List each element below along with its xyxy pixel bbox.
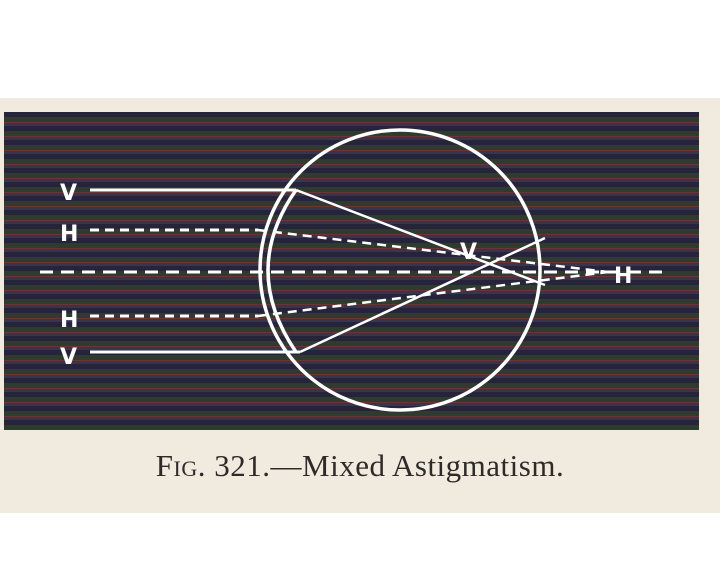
- caption-fig-word: Fig.: [155, 448, 207, 483]
- caption-text: 321.—Mixed Astigmatism.: [206, 448, 565, 483]
- eyeball-outline: [258, 128, 542, 412]
- label-v-bottom: V: [60, 345, 77, 370]
- label-h-focus: H: [614, 264, 632, 289]
- striped-background: [4, 112, 699, 430]
- h-ray-top-refracted: [257, 228, 609, 274]
- figure-caption: Fig. 321.—Mixed Astigmatism.: [0, 448, 720, 484]
- cornea-outline: [266, 188, 298, 353]
- label-h-top: H: [60, 222, 78, 247]
- h-ray-bottom-refracted: [257, 270, 609, 318]
- label-h-bottom: H: [60, 308, 78, 333]
- label-v-focus: V: [460, 240, 477, 265]
- label-v-top: V: [60, 181, 77, 206]
- v-ray-top-refracted: [295, 188, 546, 287]
